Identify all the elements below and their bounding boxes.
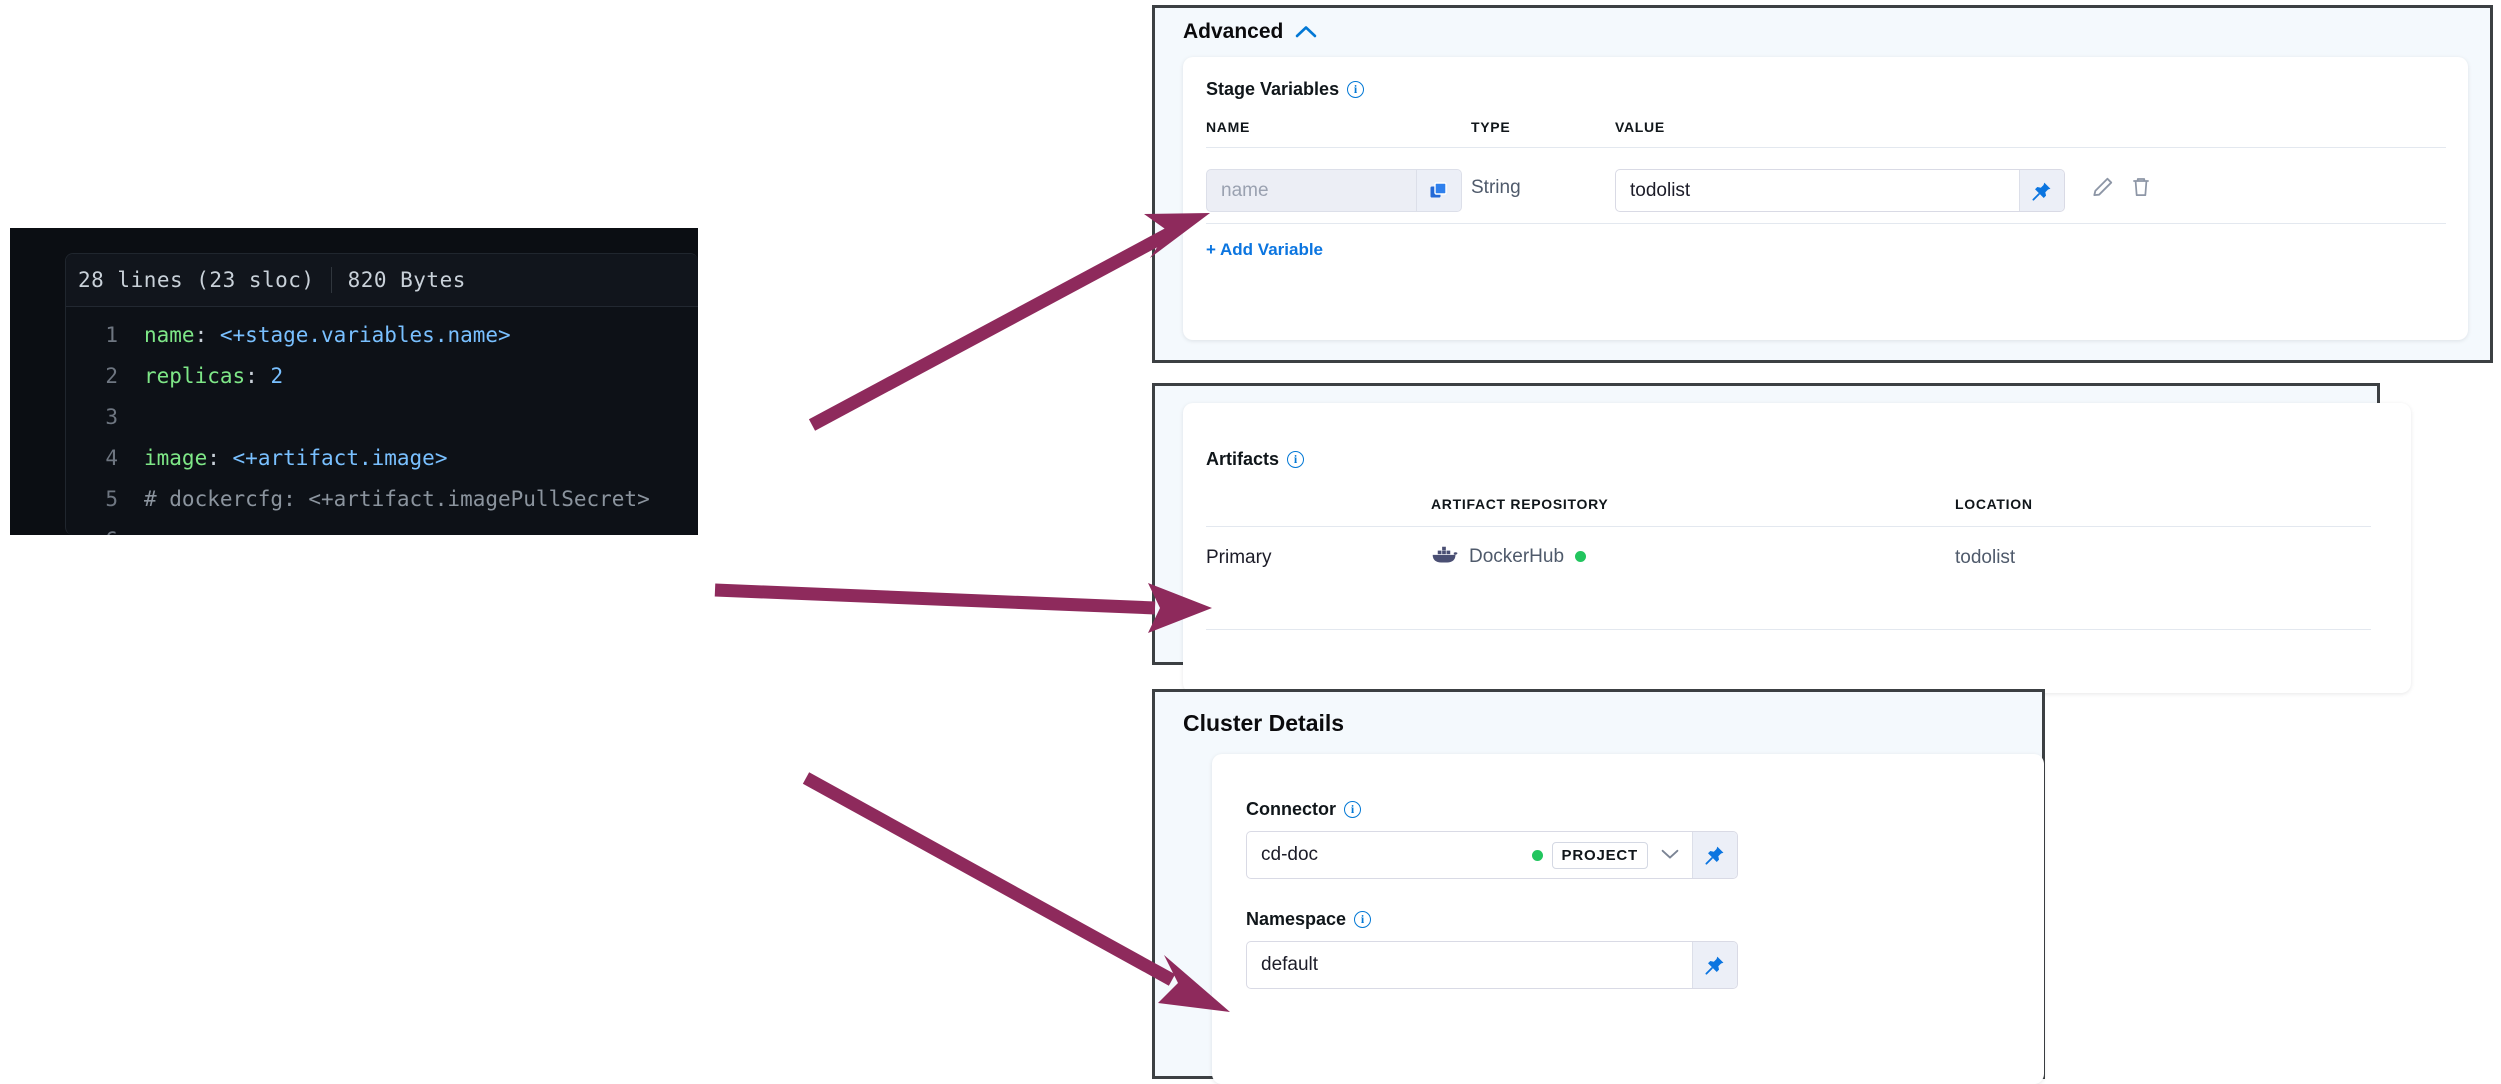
scope-tag: PROJECT [1551,841,1648,869]
line-content: # dockercfg: <+artifact.imagePullSecret> [144,487,650,511]
green-dot-icon [1531,849,1543,861]
info-icon[interactable]: i [1354,911,1372,928]
artifacts-card: Artifacts i ARTIFACT REPOSITORY LOCATION… [1183,403,2411,693]
arrow-artifact-image [714,583,1212,633]
column-header-name: NAME [1206,119,1251,135]
namespace-label: Namespace i [1246,909,1372,930]
line-number: 3 [105,405,118,429]
code-viewer-card: 28 lines (23 sloc) 820 Bytes 1 name: <+st… [65,253,698,535]
pin-icon[interactable] [1692,942,1737,988]
line-number: 5 [105,487,118,511]
variable-value-text: todolist [1630,179,1691,201]
artifact-location: todolist [1955,547,2016,568]
info-icon[interactable]: i [1344,801,1361,818]
artifact-repository-name: DockerHub [1469,545,1565,567]
connector-label: Connector i [1246,799,1361,820]
add-variable-button[interactable]: + Add Variable [1206,240,1323,259]
trash-icon[interactable] [2128,174,2154,205]
pin-icon[interactable] [2019,170,2064,211]
line-number: 1 [105,323,118,347]
row-rule [1206,223,2446,224]
header-rule [1206,526,2371,527]
row-rule [1206,629,2371,630]
connector-label-text: Connector [1246,799,1336,819]
artifact-repository-cell: DockerHub [1431,543,1587,570]
stage-variables-label: Stage Variables i [1206,79,1365,100]
namespace-input[interactable]: default [1246,941,1738,989]
column-header-type: TYPE [1471,119,1511,135]
header-divider [330,267,332,293]
table-row: Primary DockerHub todolist [1183,543,2411,598]
info-icon[interactable]: i [1287,451,1305,468]
line-content: image: <+artifact.image> [144,446,448,470]
artifacts-panel: Artifacts i ARTIFACT REPOSITORY LOCATION… [1152,383,2411,693]
code-viewer: 28 lines (23 sloc) 820 Bytes 1 name: <+st… [10,228,698,535]
cluster-details-title: Cluster Details [1183,710,1345,736]
cluster-details-panel: Cluster Details Connector i cd-doc PROJE… [1152,689,2045,1084]
code-line: 3 [66,397,698,438]
artifacts-label-text: Artifacts [1206,449,1280,469]
code-lines-count: 28 lines (23 sloc) [78,268,315,292]
chevron-up-icon[interactable] [1295,23,1317,42]
pencil-icon[interactable] [2090,174,2116,205]
stage-variables-label-text: Stage Variables [1206,79,1340,99]
arrow-stage-variable-name [808,213,1210,431]
code-line: 6 [66,520,698,535]
green-dot-icon [1575,551,1587,562]
code-viewer-header: 28 lines (23 sloc) 820 Bytes [66,254,698,307]
column-header-value: VALUE [1615,119,1665,135]
namespace-value: default [1261,954,1319,975]
copy-icon[interactable] [1416,170,1461,211]
chevron-down-icon[interactable] [1661,844,1679,866]
advanced-panel: Advanced Stage Variables i NAME TYPE VAL… [1152,5,2493,363]
advanced-title: Advanced [1183,20,1284,43]
variable-type-value: String [1471,177,1521,198]
line-number: 4 [105,446,118,470]
variable-name-value: name [1221,179,1269,201]
code-line: 5 # dockercfg: <+artifact.imagePullSecret… [66,479,698,520]
code-lines: 1 name: <+stage.variables.name> 2 replicas:… [66,307,698,535]
artifacts-label: Artifacts i [1206,449,1305,470]
column-header-location: LOCATION [1955,496,2033,512]
connector-value: cd-doc [1261,844,1319,865]
line-number: 2 [105,364,118,388]
table-row: name String todolist [1183,161,2468,223]
connector-input[interactable]: cd-doc PROJECT [1246,831,1738,879]
advanced-header[interactable]: Advanced [1183,20,1317,44]
artifact-kind: Primary [1206,547,1272,568]
header-rule [1206,147,2446,148]
info-icon[interactable]: i [1347,81,1365,98]
variable-value-input[interactable]: todolist [1615,169,2065,212]
code-line: 2 replicas: 2 [66,356,698,397]
namespace-label-text: Namespace [1246,909,1347,929]
docker-whale-icon [1431,543,1458,570]
code-file-size: 820 Bytes [347,268,466,292]
pin-icon[interactable] [1692,832,1737,878]
column-header-artifact-repository: ARTIFACT REPOSITORY [1431,496,1609,512]
line-number: 6 [66,520,144,535]
stage-variables-card: Stage Variables i NAME TYPE VALUE name S… [1183,57,2468,340]
code-line: 1 name: <+stage.variables.name> [66,315,698,356]
variable-name-input[interactable]: name [1206,169,1462,212]
line-content: replicas: 2 [144,364,284,388]
code-line: 4 image: <+artifact.image> [66,438,698,479]
cluster-details-card: Connector i cd-doc PROJECT Namespace i d… [1212,754,2044,1084]
line-content: name: <+stage.variables.name> [144,323,511,347]
